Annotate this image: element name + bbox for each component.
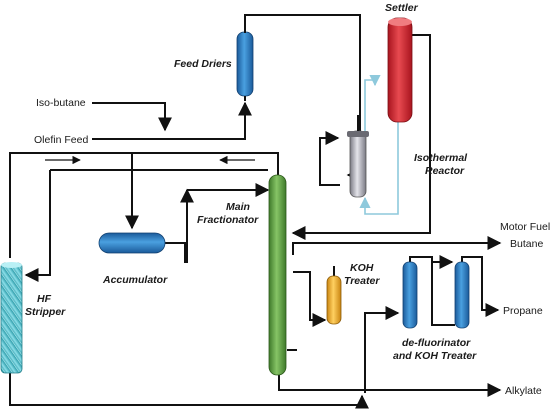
olefin-feed-line: [92, 101, 252, 140]
butane-line: [292, 236, 502, 255]
hf-stripper-label-2: Stripper: [25, 306, 66, 318]
isothermal-reactor-label-2: Reactor: [425, 165, 465, 177]
acid-recycle-lines: [359, 74, 399, 215]
alkylate-line: [278, 375, 502, 397]
overhead-header: [9, 152, 279, 240]
settler-to-fractionator-line: [291, 34, 431, 240]
koh-treater-label-1: KOH: [350, 262, 374, 274]
motor-fuel-butane-label-2: Butane: [510, 238, 543, 250]
to-koh-line: [293, 271, 327, 327]
hf-stripper-column: [0, 262, 23, 374]
defluorinator-label-2: and KOH Treater: [393, 350, 477, 362]
defluor-link-line: [409, 256, 455, 326]
feed-driers-label: Feed Driers: [174, 58, 232, 70]
alkylate-label: Alkylate: [505, 385, 542, 397]
accumulator-drum: [98, 232, 166, 254]
isobutane-label: Iso-butane: [36, 97, 86, 109]
reactor-to-fractionator-line: [319, 131, 340, 186]
overhead-lower-left: [24, 170, 51, 282]
defluorinator-vessel-1: [402, 261, 418, 329]
defluorinator-vessel-2: [454, 261, 470, 329]
hf-stripper-label-1: HF: [37, 293, 52, 305]
defluor-out-line: [461, 256, 500, 317]
isobutane-line: [92, 102, 172, 132]
accumulator-label: Accumulator: [102, 274, 168, 286]
settler-label: Settler: [385, 2, 419, 14]
process-lines: [9, 14, 502, 409]
accumulator-return-line: [165, 188, 194, 263]
koh-treater-vessel: [326, 275, 342, 325]
propane-label: Propane: [503, 305, 543, 317]
feed-drier-vessel: [236, 28, 254, 101]
propane-feed-line: [364, 306, 400, 393]
settler-vessel: [387, 17, 413, 123]
olefin-feed-label: Olefin Feed: [34, 134, 88, 146]
acid-recycle-up: [359, 120, 399, 215]
main-fractionator-column: [268, 174, 287, 376]
acid-recycle-top: [364, 74, 381, 132]
defluorinator-label-1: de-fluorinator: [402, 337, 471, 349]
main-fractionator-label-1: Main: [226, 201, 250, 213]
isothermal-reactor-vessel: [347, 115, 369, 198]
koh-treater-label-2: Treater: [344, 275, 380, 287]
drier-to-settler-line: [244, 14, 361, 182]
stripper-bottom-line: [9, 372, 369, 409]
motor-fuel-butane-label-1: Motor Fuel: [500, 221, 550, 233]
main-fractionator-label-2: Fractionator: [197, 214, 259, 226]
isothermal-reactor-label-1: Isothermal: [414, 152, 468, 164]
